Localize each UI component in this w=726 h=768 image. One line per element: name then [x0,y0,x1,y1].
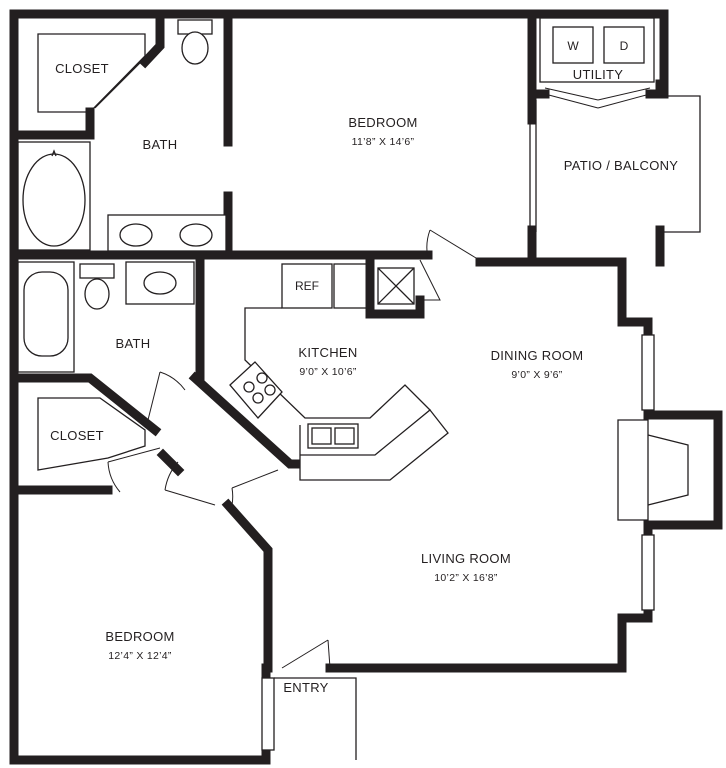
bedroom-top-label: BEDROOM [348,115,417,130]
entry-label: ENTRY [283,680,328,695]
ref-label: REF [295,279,319,293]
dryer-label: D [620,39,629,53]
closet-top-label: CLOSET [55,61,109,76]
living-label: LIVING ROOM [421,551,511,566]
walls [9,9,723,765]
utility-label: UTILITY [573,67,624,82]
kitchen-label: KITCHEN [298,345,357,360]
windows [261,334,655,751]
living-size: 10’2” X 16’8” [434,572,498,584]
bedroom-top-size: 11’8” X 14’6” [352,136,415,148]
patio-label: PATIO / BALCONY [564,158,679,173]
bedroom-bottom-size: 12’4” X 12’4” [108,650,172,662]
kitchen-counter [244,307,449,481]
kitchen-sink [307,423,359,449]
toilet-mid [79,263,115,310]
utility [539,17,655,109]
toilet-top [177,19,213,65]
vanity-top [107,214,227,252]
ref-area [281,259,441,309]
door-bedroom-top [426,229,477,259]
washer-label: W [567,39,579,53]
patio [529,95,701,233]
stove [229,361,283,419]
fireplace [617,419,689,521]
door-top-closet [89,51,151,113]
kitchen-size: 9’0” X 10’6” [299,366,356,378]
bath-mid-label: BATH [116,336,151,351]
bathtub-mid [17,261,75,373]
doors-hall [107,371,279,506]
bathtub-top [17,141,91,251]
vanity-mid [125,261,195,305]
bottom-closet [37,397,146,471]
closet-bottom-label: CLOSET [50,428,104,443]
dining-label: DINING ROOM [491,348,584,363]
bedroom-bottom-label: BEDROOM [105,629,174,644]
bath-top-label: BATH [143,137,178,152]
dining-size: 9’0” X 9’6” [511,369,562,381]
entry-door [274,639,357,760]
